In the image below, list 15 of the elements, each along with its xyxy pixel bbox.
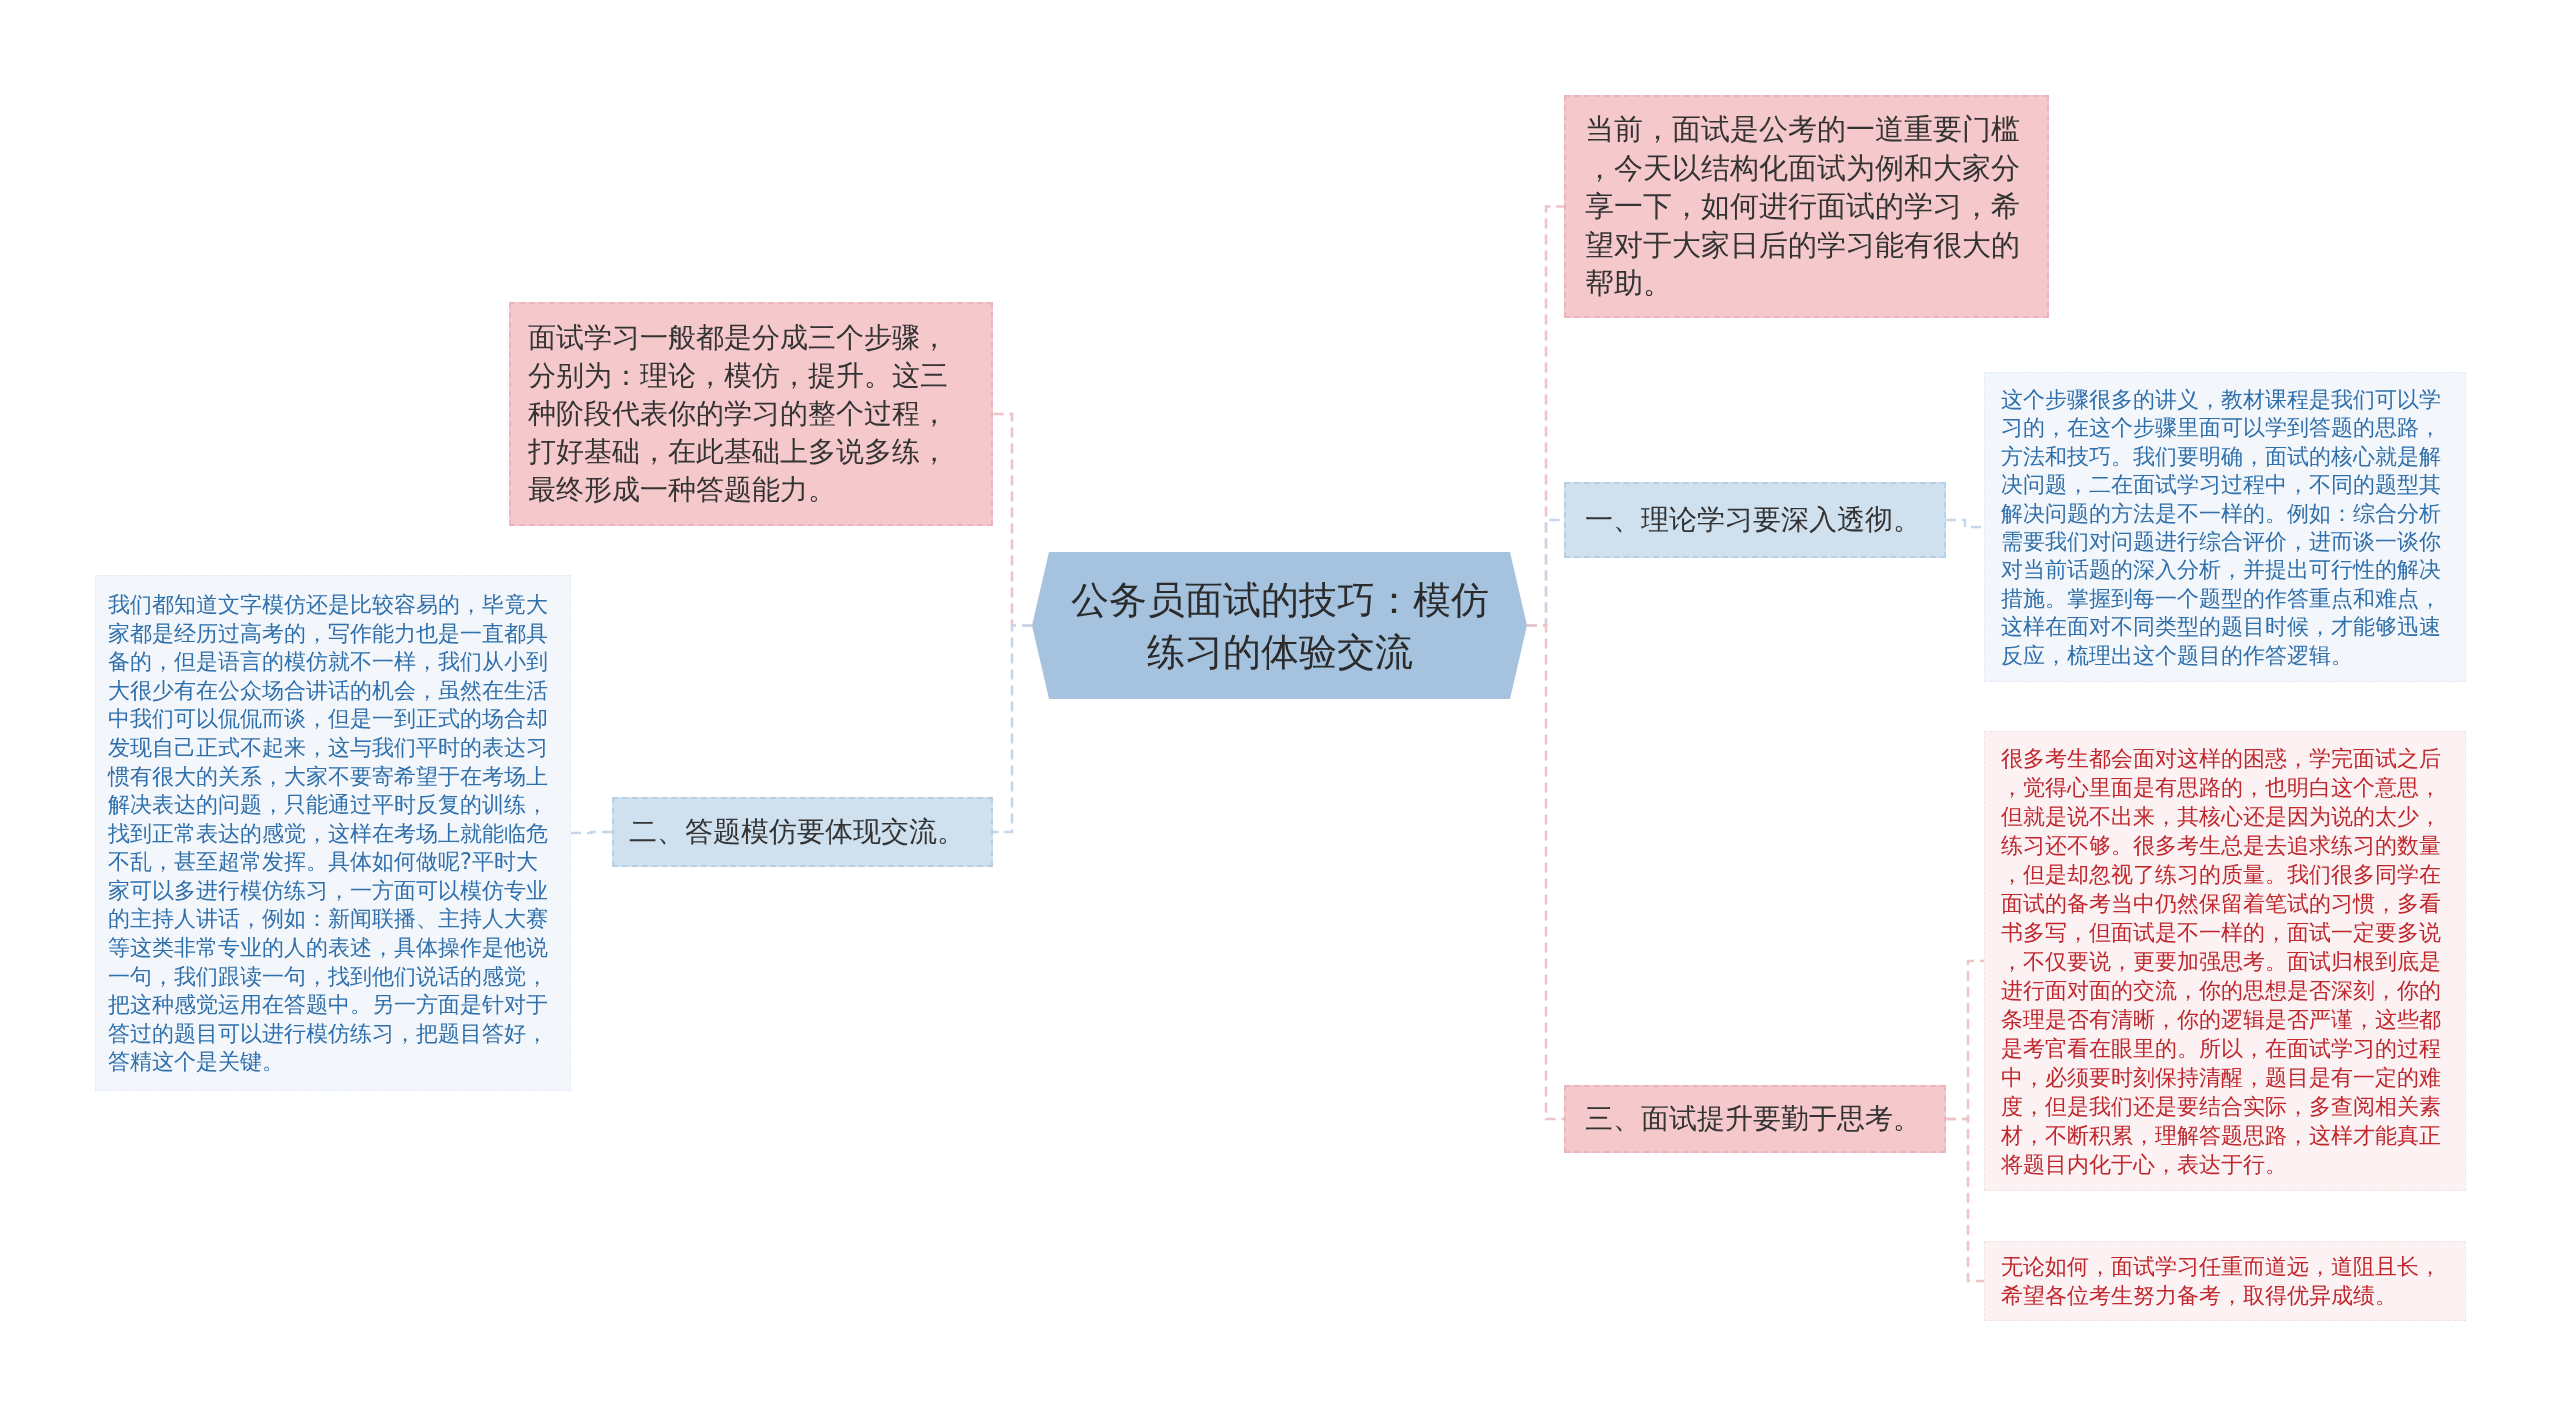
branch-box: 一、理论学习要深入透彻。: [1564, 482, 1946, 558]
connector-line: [1946, 518, 1984, 529]
text-box: 这个步骤很多的讲义，教材课程是我们可以学习的，在这个步骤里面可以学到答题的思路，方法和技巧。我们要明确，面试的核心就是解决问题，二在面试学习过程中，不同的题型其解决问题的方法是不一样的。例如：综合分析需要我们对问题进行综合评价，进而谈一谈你对当前话题的深入分析，并提出可行性的解决措施。掌握到每一个题型的作答重点和难点，这样在面对不同类型的题目时候，才能够迅速反应，梳理出这个题目的作答逻辑。: [1984, 372, 2466, 682]
connector-line: [571, 830, 612, 835]
text-box: 无论如何，面试学习任重而道远，道阻且长，希望各位考生努力备考，取得优异成绩。: [1984, 1241, 2466, 1321]
text-box: 很多考生都会面对这样的困惑，学完面试之后，觉得心里面是有思路的，也明白这个意思，但就是说不出来，其核心还是因为说的太少，练习还不够。很多考生总是去追求练习的数量，但是却忽视了练习的质量。我们很多同学在面试的备考当中仍然保留着笔试的习惯，多看书多写，但面试是不一样的，面试一定要多说，不仅要说，更要加强思考。面试归根到底是进行面对面的交流，你的思想是否深刻，你的条理是否有清晰，你的逻辑是否严谨，这些都是考官看在眼里的。所以，在面试学习的过程中，必须要时刻保持清醒，题目是有一定的难度，但是我们还是要结合实际，多查阅相关素材，不断积累，理解答题思路，这样才能真正将题目内化于心，表达于行。: [1984, 731, 2466, 1191]
branch-box: 三、面试提升要勤于思考。: [1564, 1085, 1946, 1153]
branch-box: 二、答题模仿要体现交流。: [612, 797, 993, 867]
connector-line: [993, 624, 1032, 834]
connector-line: [1527, 624, 1564, 1121]
topic-hexagon: 公务员面试的技巧：模仿练习的体验交流: [1032, 552, 1527, 699]
text-box: 我们都知道文字模仿还是比较容易的，毕竟大家都是经历过高考的，写作能力也是一直都具备的，但是语言的模仿就不一样，我们从小到大很少有在公众场合讲话的机会，虽然在生活中我们可以侃侃而谈，但是一到正式的场合却发现自己正式不起来，这与我们平时的表达习惯有很大的关系，大家不要寄希望于在考场上解决表达的问题，只能通过平时反复的训练，找到正常表达的感觉，这样在考场上就能临危不乱，甚至超常发挥。具体如何做呢?平时大家可以多进行模仿练习，一方面可以模仿专业的主持人讲话，例如：新闻联播、主持人大赛等这类非常专业的人的表述，具体操作是他说一句，我们跟读一句，找到他们说话的感觉，把这种感觉运用在答题中。另一方面是针对于答过的题目可以进行模仿练习，把题目答好，答精这个是关键。: [95, 575, 571, 1091]
connector-line: [1946, 1117, 1984, 1283]
note-box: 当前，面试是公考的一道重要门槛，今天以结构化面试为例和大家分享一下，如何进行面试的学习，希望对于大家日后的学习能有很大的帮助。: [1564, 95, 2049, 318]
note-box: 面试学习一般都是分成三个步骤，分别为：理论，模仿，提升。这三种阶段代表你的学习的整个过程，打好基础，在此基础上多说多练，最终形成一种答题能力。: [509, 302, 993, 526]
